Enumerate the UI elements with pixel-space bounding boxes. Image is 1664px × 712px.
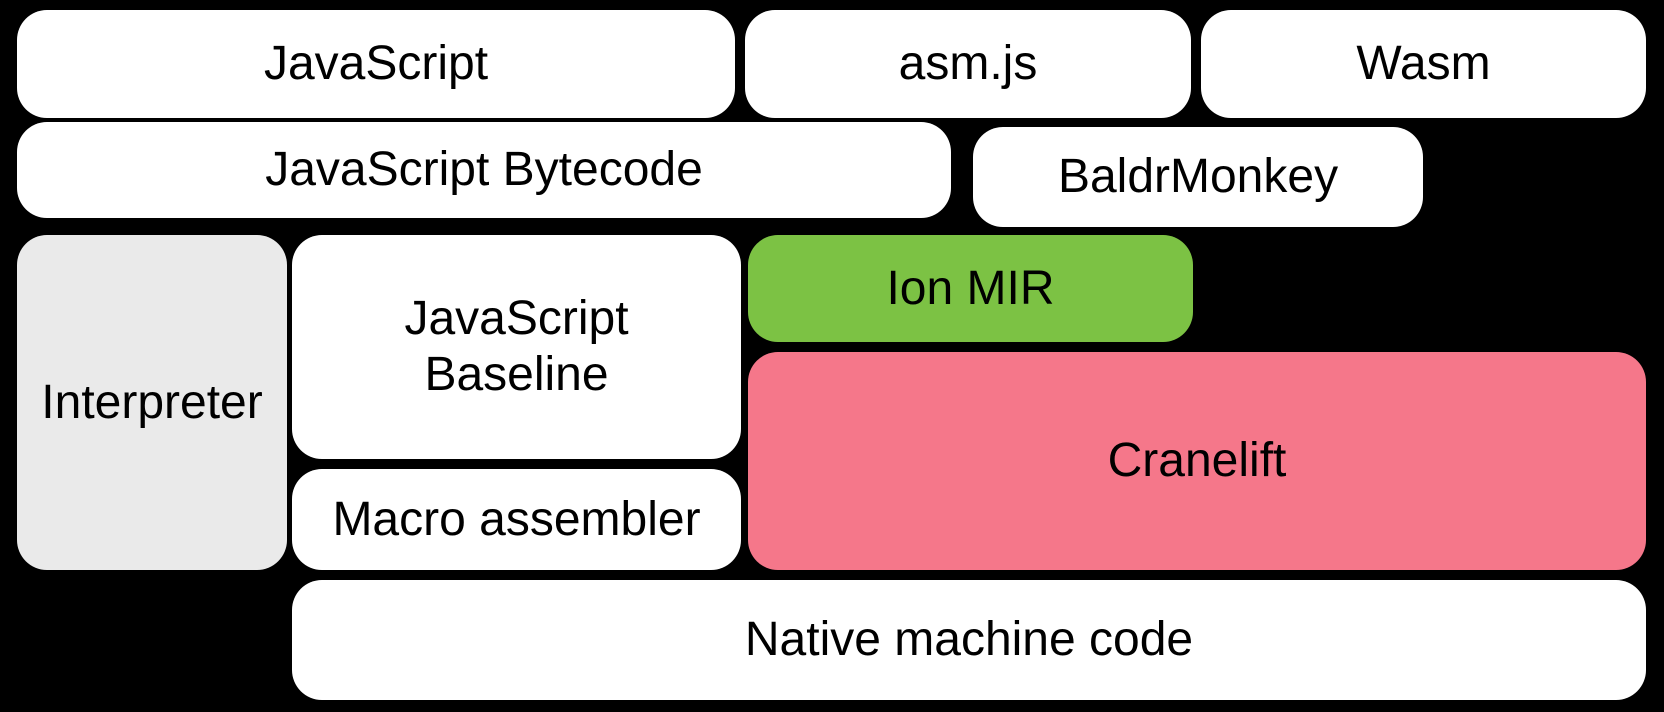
node-wasm: Wasm: [1201, 10, 1646, 118]
node-javascript-bytecode: JavaScript Bytecode: [17, 122, 951, 218]
node-asmjs: asm.js: [745, 10, 1191, 118]
node-baldrmonkey: BaldrMonkey: [973, 127, 1423, 227]
node-javascript: JavaScript: [17, 10, 735, 118]
node-ion-mir: Ion MIR: [748, 235, 1193, 342]
node-interpreter: Interpreter: [17, 235, 287, 570]
node-macro-assembler: Macro assembler: [292, 469, 741, 570]
node-cranelift: Cranelift: [748, 352, 1646, 570]
node-native-machine-code: Native machine code: [292, 580, 1646, 700]
node-javascript-baseline: JavaScript Baseline: [292, 235, 741, 459]
